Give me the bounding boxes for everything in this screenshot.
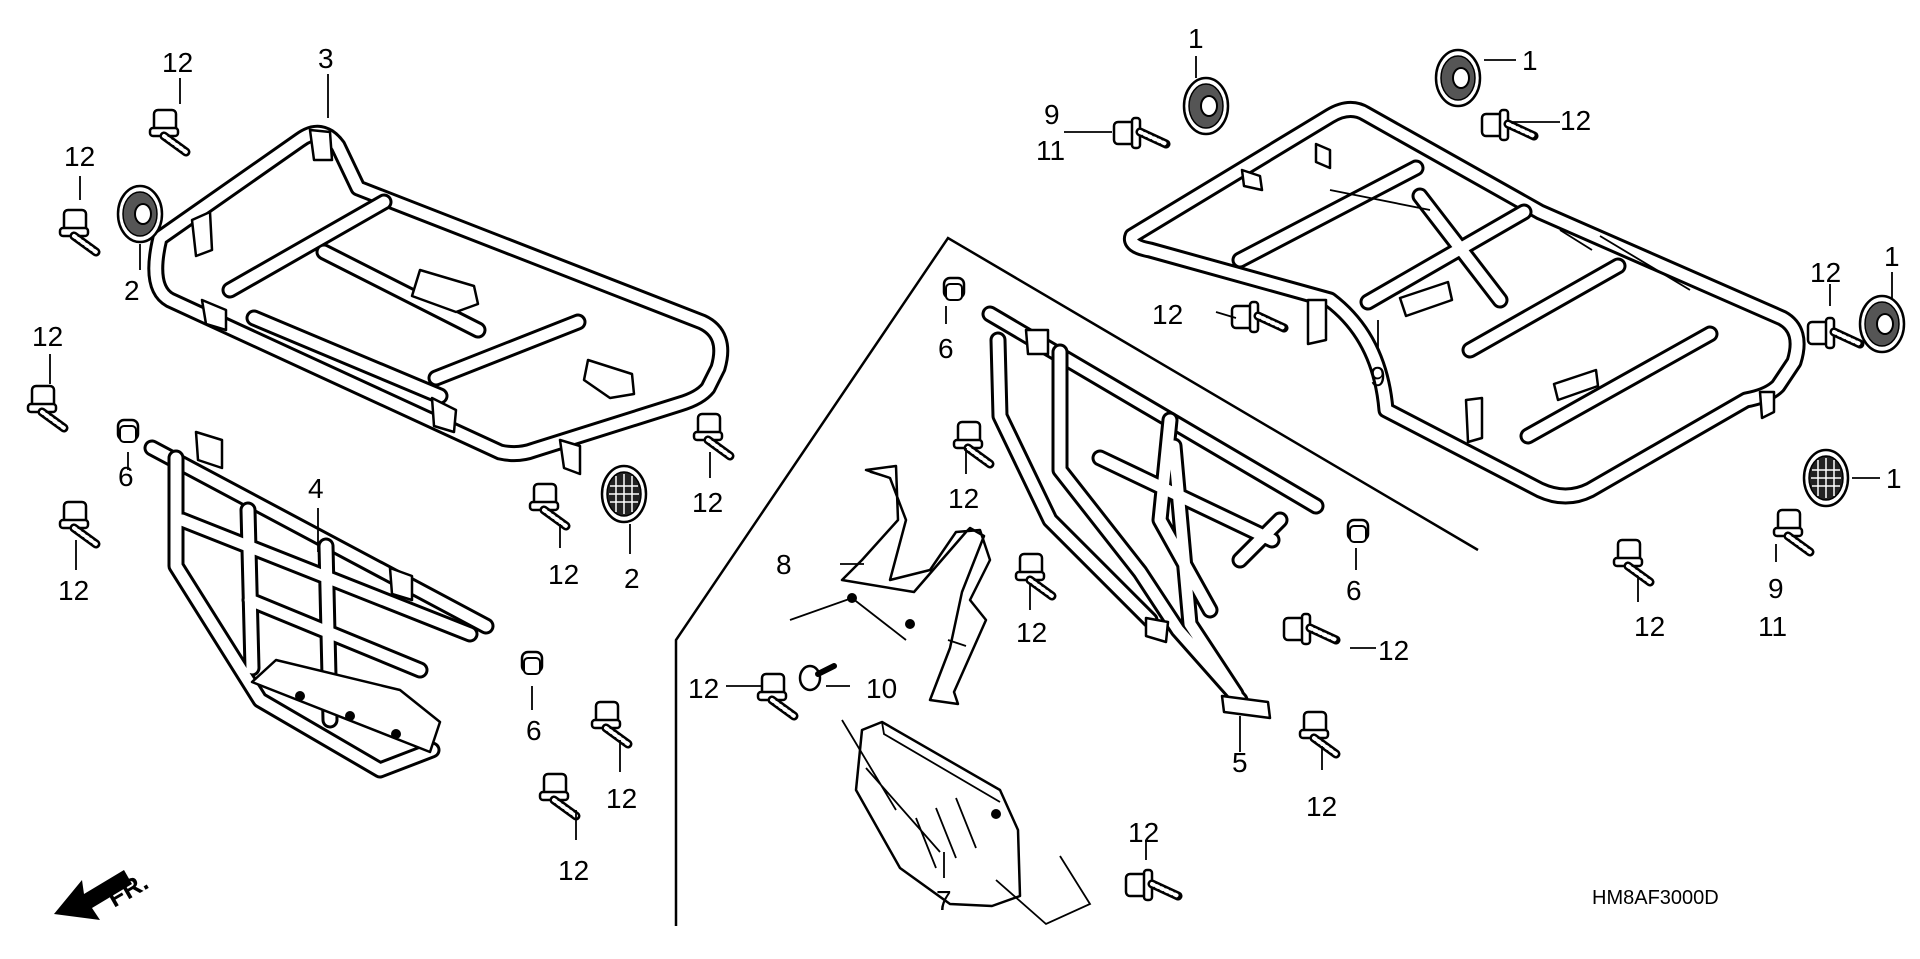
callout-6: 6 [938,333,954,364]
bolt-9-11-b [1774,510,1810,552]
callout-12: 12 [948,483,979,514]
bolt-12-r [1808,318,1860,348]
callout-12: 12 [606,783,637,814]
diagram-code: HM8AF3000D [1592,887,1719,909]
callout-4: 4 [308,473,324,504]
callout-12: 12 [1634,611,1665,642]
cap-6-b [520,650,544,676]
callout-5: 5 [1232,747,1248,778]
washer-10 [798,663,837,692]
bolt-12-f [530,484,566,526]
callout-1: 1 [1884,241,1900,272]
callout-12: 12 [558,855,589,886]
callout-12: 12 [1560,105,1591,136]
front-direction-arrow: FR. [54,866,153,920]
callout-11: 11 [1036,135,1065,166]
rear-guard [981,305,1325,720]
callout-12: 12 [548,559,579,590]
callout-9: 9 [1768,573,1784,604]
callout-7: 7 [936,885,952,916]
callout-1: 1 [1188,23,1204,54]
callout-12: 12 [1152,299,1183,330]
callout-6: 6 [1346,575,1362,606]
callout-12: 12 [692,487,723,518]
callout-2: 2 [624,563,640,594]
reflector-2-a [116,184,164,244]
callout-12: 12 [64,141,95,172]
callout-12: 12 [1378,635,1409,666]
callout-6: 6 [526,715,542,746]
bolt-12-j [1016,554,1052,596]
callout-6: 6 [118,461,134,492]
bolt-12-d [60,502,96,544]
rear-carrier [1122,101,1806,505]
bolt-12-n [1126,870,1178,900]
section-divider [674,236,1479,926]
bolt-12-k [1284,614,1336,644]
callout-12: 12 [1810,257,1841,288]
bolt-12-i [954,422,990,464]
bolt-9-11-a [1114,118,1166,148]
skid-plate [854,720,1022,908]
callout-9: 9 [1370,361,1386,392]
bolt-12-q [1614,540,1650,582]
front-direction-label: FR. [102,866,153,913]
reflector-1-d [1802,448,1850,508]
callout-2: 2 [124,275,140,306]
bolt-12-a [150,110,186,152]
callout-12: 12 [1306,791,1337,822]
bolt-12-m [758,674,794,716]
callout-9: 9 [1044,99,1060,130]
bolt-12-c [28,386,64,428]
callout-11: 11 [1758,611,1787,642]
callout-12: 12 [162,47,193,78]
bolt-12-b [60,210,96,252]
callout-3: 3 [318,43,334,74]
callout-12: 12 [32,321,63,352]
bolt-12-p [1232,302,1284,332]
reflector-1-a [1182,76,1230,136]
cap-6-d [1346,518,1370,544]
reflector-1-b [1434,48,1482,108]
bolt-12-h [540,774,576,816]
bolt-12-g [592,702,628,744]
bolt-12-e [694,414,730,456]
reflector-2-b [600,464,648,524]
bolt-12-o [1482,110,1534,140]
callout-8: 8 [776,549,792,580]
callout-12: 12 [688,673,719,704]
leader-lines [49,56,1893,926]
bolt-12-l [1300,712,1336,754]
callout-10: 10 [866,673,897,704]
cap-6-a [116,418,140,444]
callout-12: 12 [58,575,89,606]
reflector-1-c [1858,294,1906,354]
callout-12: 12 [1128,817,1159,848]
front-guard [143,430,495,779]
callout-12: 12 [1016,617,1047,648]
front-carrier [147,124,730,476]
callout-1: 1 [1522,45,1538,76]
cap-6-c [942,276,966,302]
callout-1: 1 [1886,463,1902,494]
